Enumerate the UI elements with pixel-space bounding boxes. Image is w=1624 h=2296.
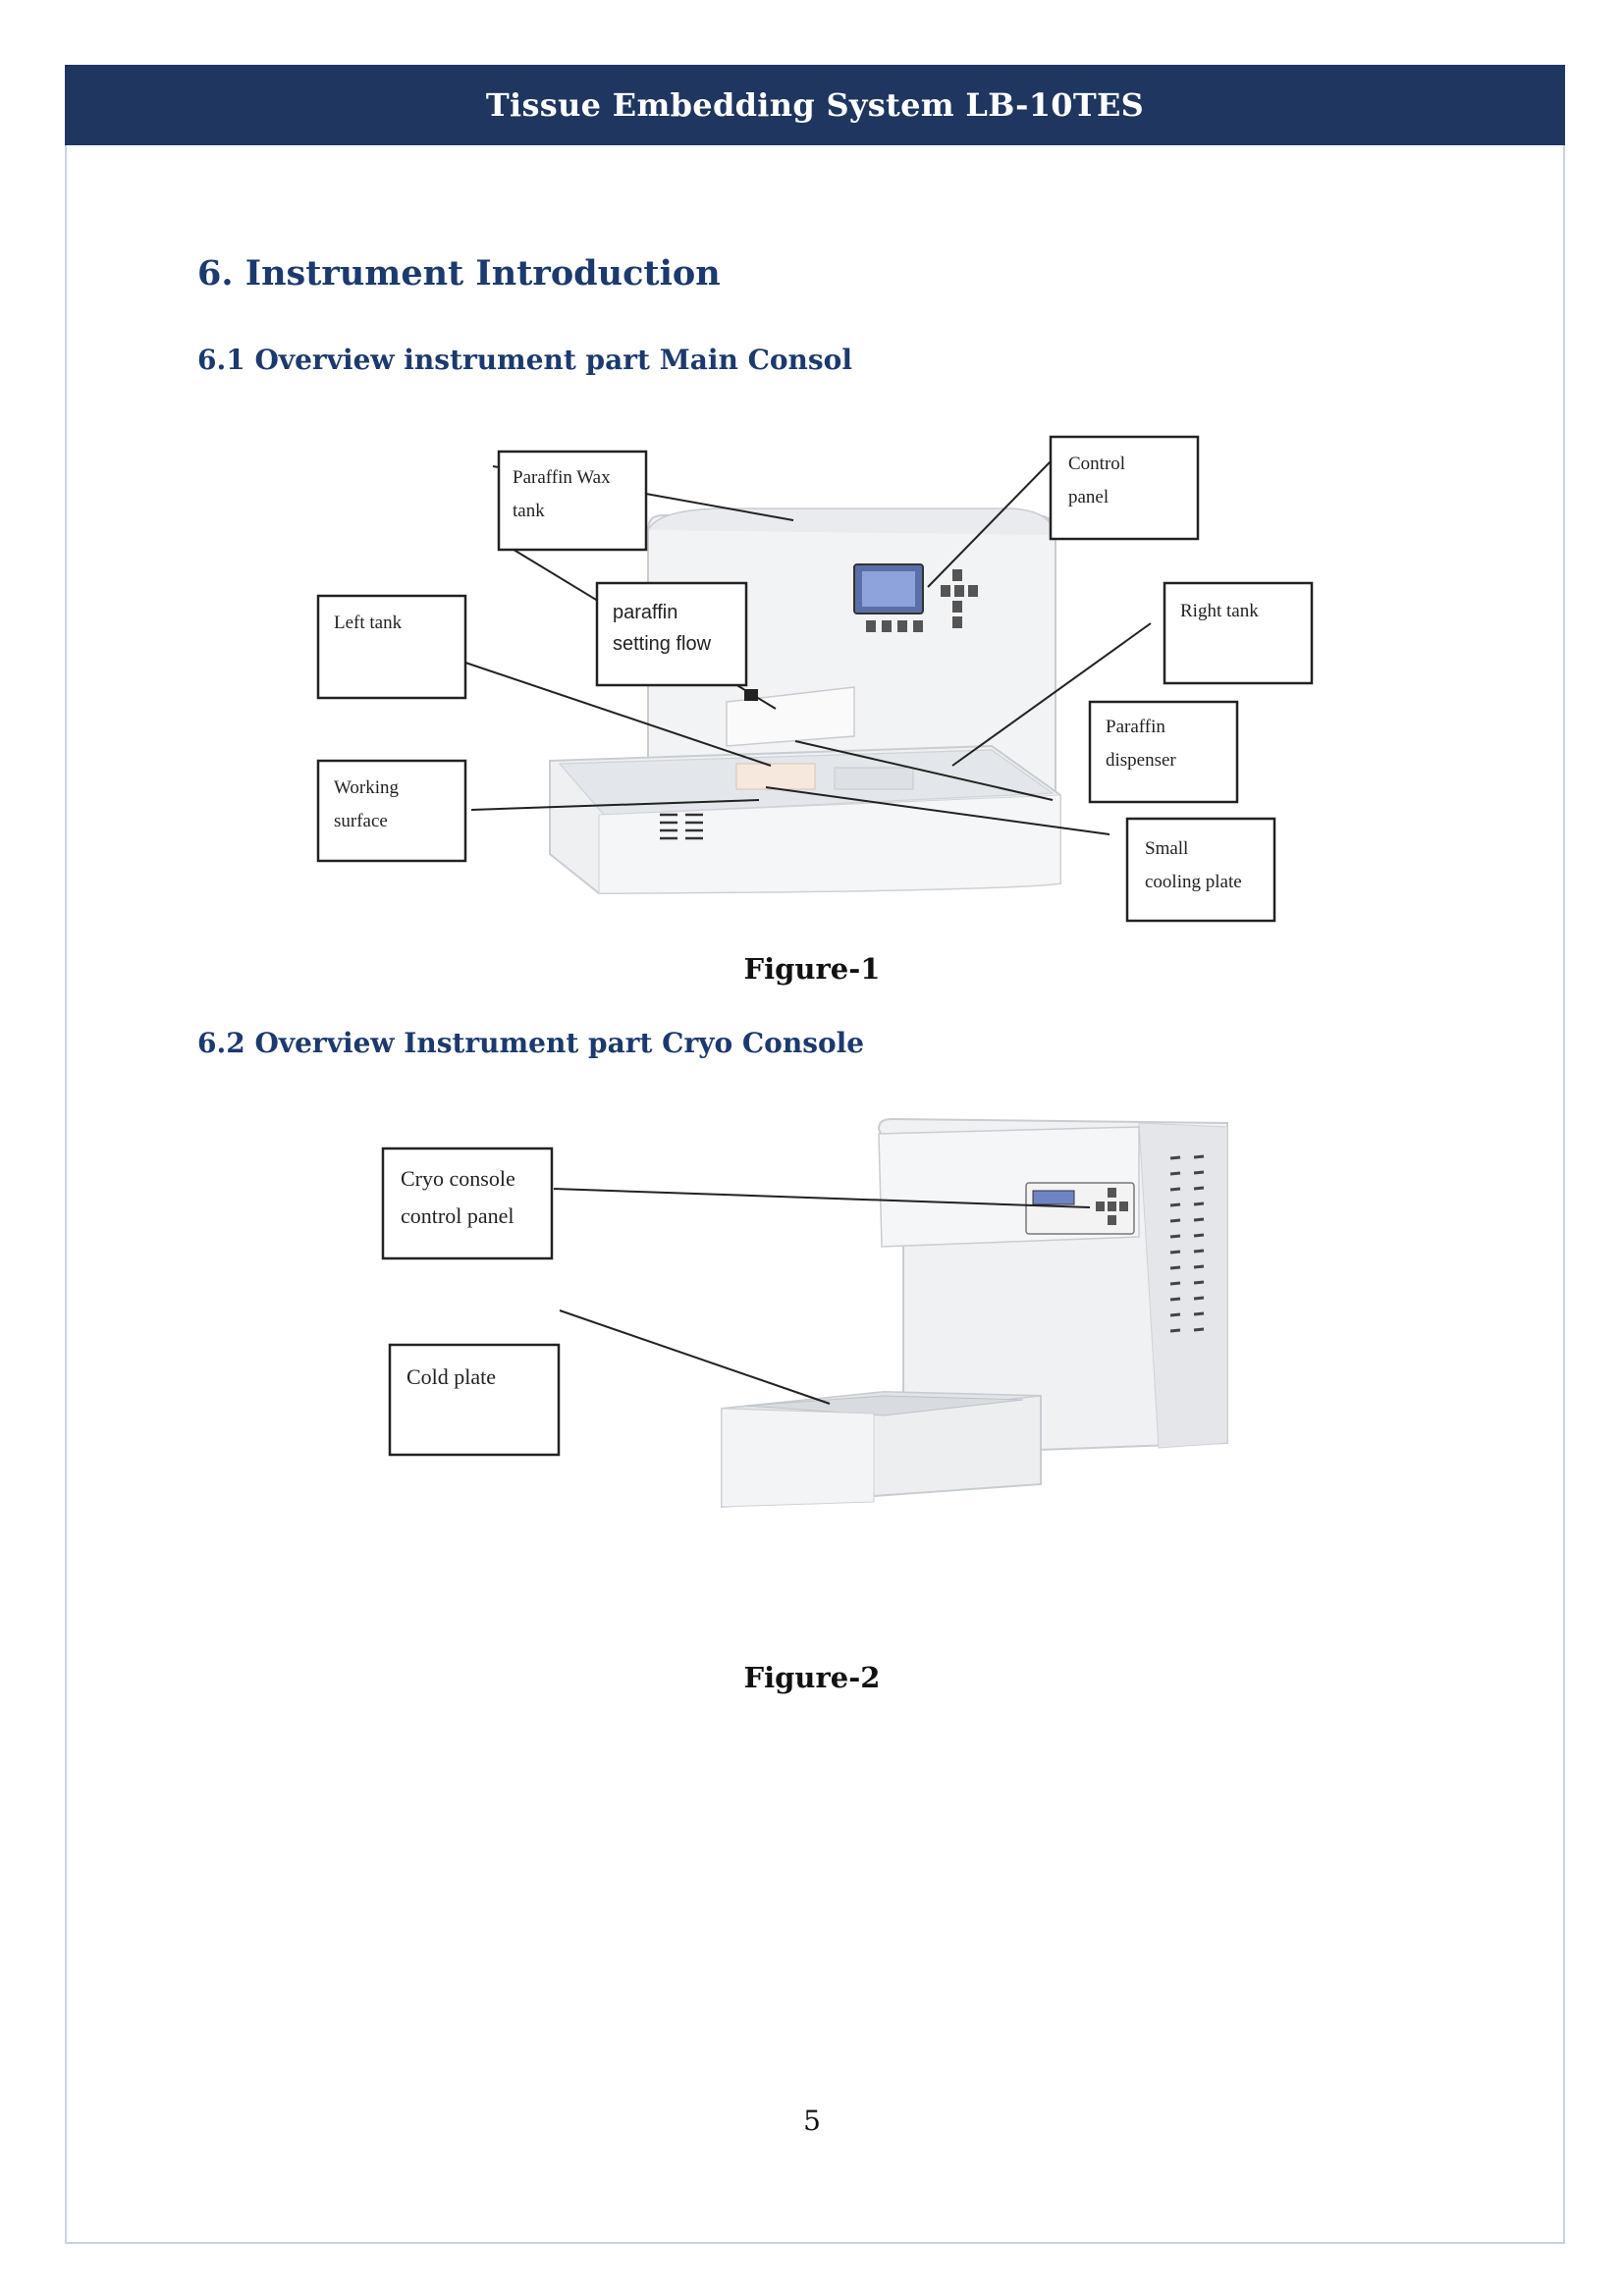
cryo-console-drawing (721, 1117, 1228, 1509)
main-console-drawing (549, 507, 1061, 895)
svg-text:Cryo console: Cryo console (401, 1166, 515, 1191)
svg-text:Small: Small (1145, 838, 1188, 859)
callout-cold-plate: Cold plate (388, 1343, 561, 1457)
figure-1-main-console: Paraffin Wax tank Control panel Left tan… (304, 422, 1326, 933)
svg-text:Right tank: Right tank (1180, 601, 1259, 621)
figure-2-leader-lines (553, 1188, 1091, 1405)
svg-text:surface: surface (334, 811, 388, 831)
svg-text:Working: Working (334, 777, 400, 798)
callout-working-surface: Working surface (316, 759, 467, 863)
figure-1-caption: Figure-1 (743, 952, 881, 986)
callout-cryo-console-control-panel: Cryo console control panel (381, 1147, 554, 1260)
svg-text:Left tank: Left tank (334, 613, 403, 633)
figure-2-caption: Figure-2 (743, 1661, 881, 1694)
subsection-heading-cryo-console: 6.2 Overview Instrument part Cryo Consol… (197, 1027, 865, 1059)
callout-paraffin-setting-flow: paraffin setting flow (595, 581, 748, 687)
callout-right-tank: Right tank (1163, 581, 1314, 685)
svg-text:cooling plate: cooling plate (1145, 872, 1242, 892)
svg-text:Cold plate: Cold plate (406, 1364, 496, 1389)
svg-text:Control: Control (1068, 454, 1125, 474)
svg-text:tank: tank (513, 501, 545, 521)
figure-2-cryo-console: Cryo console control panel Cold plate (373, 1109, 1237, 1580)
subsection-heading-main-console: 6.1 Overview instrument part Main Consol (197, 344, 852, 376)
svg-text:panel: panel (1068, 487, 1109, 507)
figure-2-illustration: Cryo console control panel Cold plate (381, 1117, 1228, 1509)
callout-paraffin-wax-tank: Paraffin Wax tank (497, 450, 648, 552)
document-title: Tissue Embedding System LB-10TES (485, 86, 1145, 124)
page-number: 5 (803, 2105, 821, 2137)
figure-1-leader-lines (464, 460, 1152, 835)
svg-text:control panel: control panel (401, 1203, 514, 1228)
svg-text:Paraffin Wax: Paraffin Wax (513, 467, 611, 488)
svg-text:Paraffin: Paraffin (1106, 717, 1165, 737)
figure-1-illustration: Paraffin Wax tank Control panel Left tan… (316, 435, 1314, 923)
callout-left-tank: Left tank (316, 594, 467, 700)
callout-paraffin-dispenser: Paraffin dispenser (1088, 700, 1239, 804)
svg-text:setting flow: setting flow (613, 633, 712, 655)
callout-small-cooling-plate: Small cooling plate (1125, 817, 1276, 923)
svg-text:paraffin: paraffin (613, 602, 677, 623)
section-heading: 6. Instrument Introduction (197, 253, 721, 294)
callout-control-panel: Control panel (1049, 435, 1200, 541)
header-bar: Tissue Embedding System LB-10TES (65, 65, 1565, 145)
svg-text:dispenser: dispenser (1106, 750, 1176, 771)
